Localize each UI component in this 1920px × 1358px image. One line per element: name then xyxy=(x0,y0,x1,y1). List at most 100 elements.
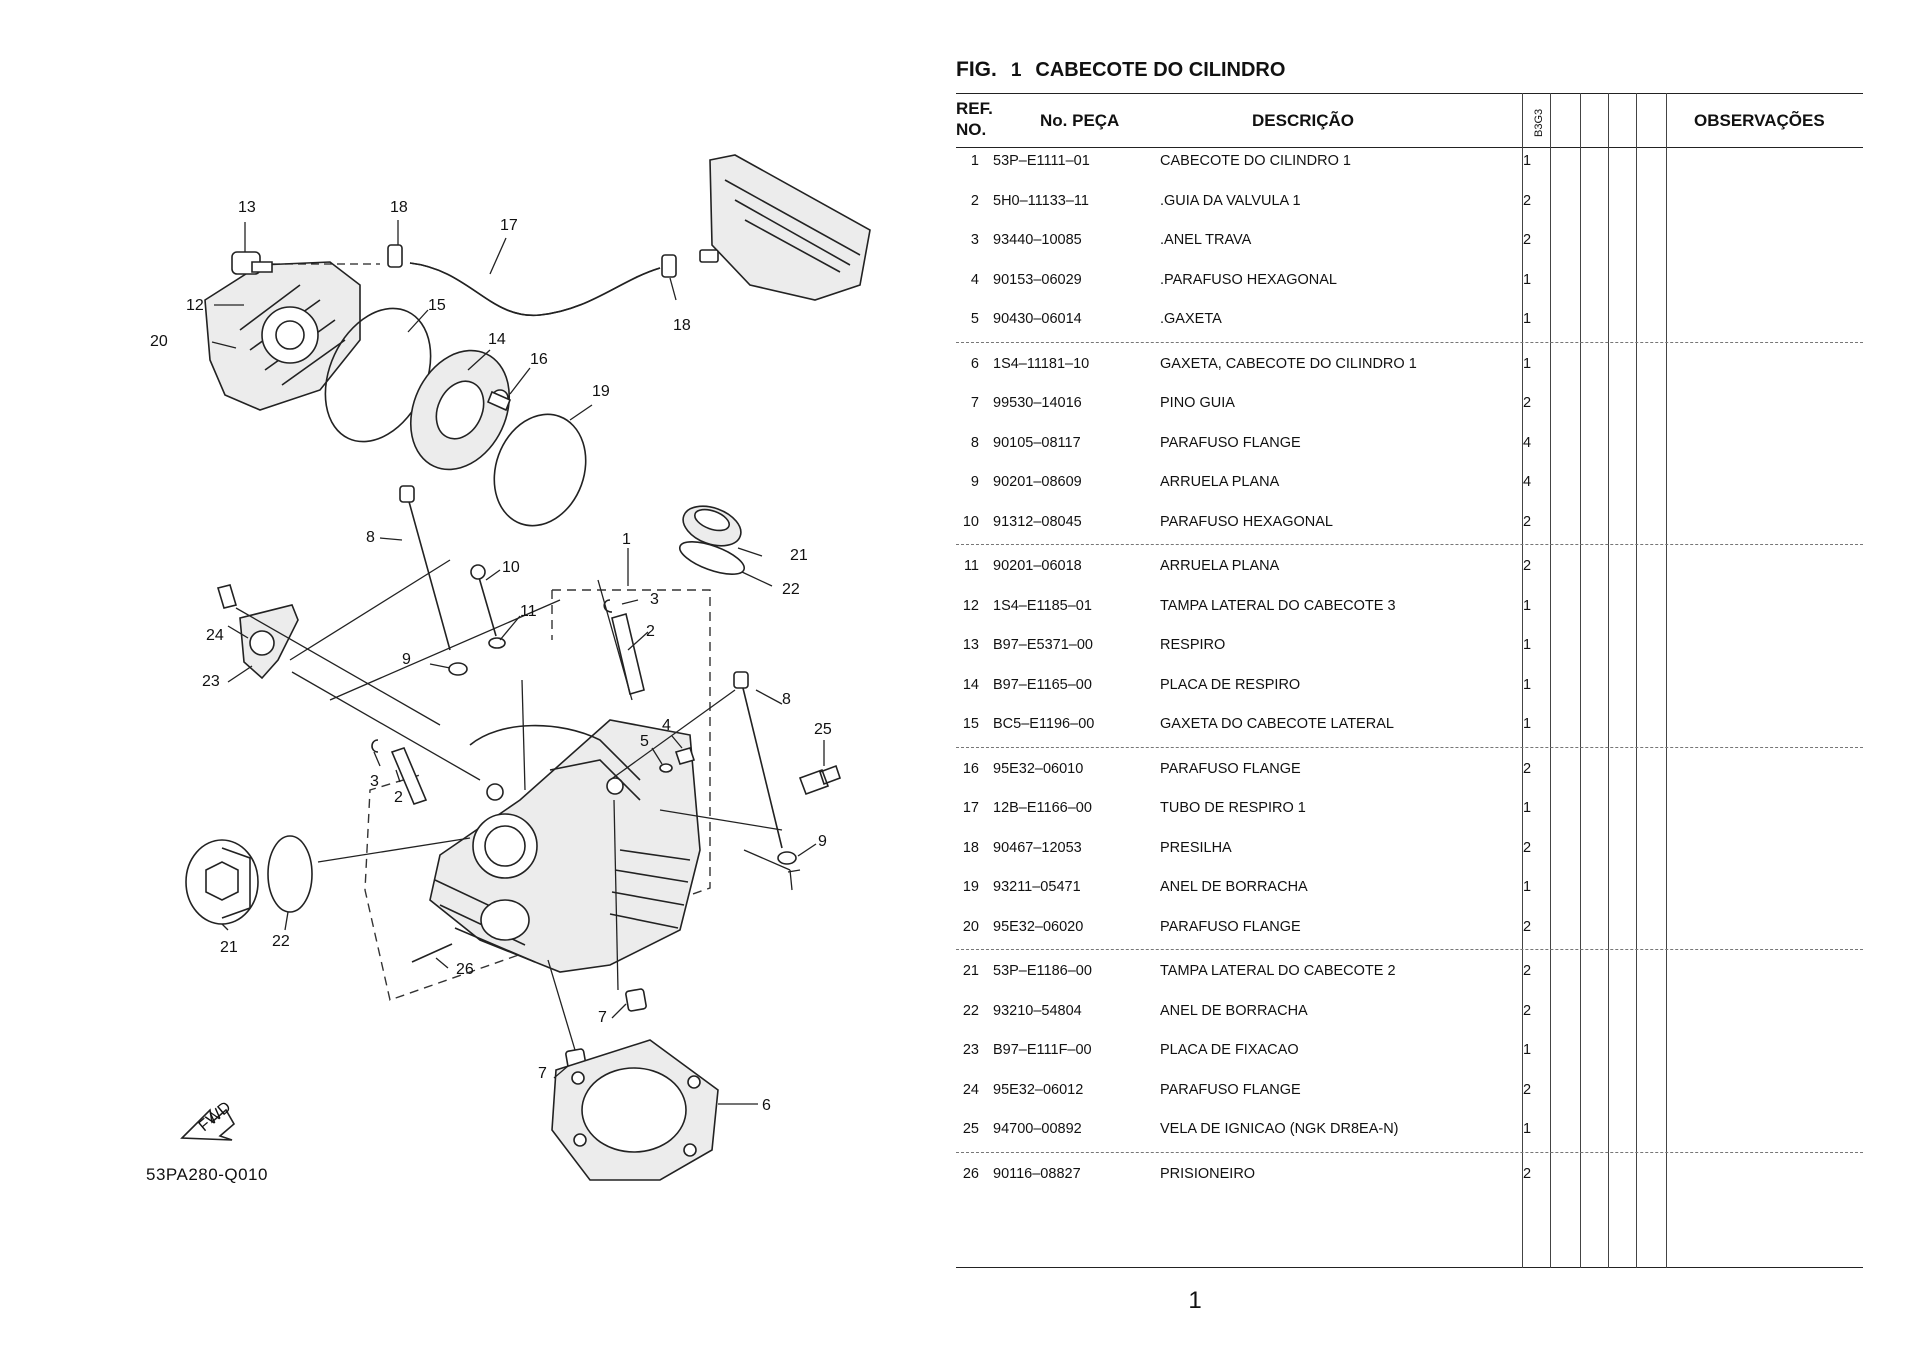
header-bottom-rule xyxy=(956,147,1863,148)
callout-18a: 18 xyxy=(390,199,408,216)
cell-part-no: 1S4–11181–10 xyxy=(993,355,1090,372)
cell-part-no: 90153–06029 xyxy=(993,271,1082,288)
cell-part-no: 95E32–06010 xyxy=(993,760,1084,777)
cell-ref: 12 xyxy=(962,597,979,614)
cell-ref: 7 xyxy=(970,395,979,411)
header-ref: REF. xyxy=(956,99,993,118)
callout-2a: 2 xyxy=(646,623,655,640)
fwd-arrow: FWD xyxy=(180,1099,236,1141)
cell-ref: 16 xyxy=(962,760,979,777)
cell-qty: 1 xyxy=(1522,716,1532,732)
callout-9a: 9 xyxy=(402,651,411,668)
cell-qty: 4 xyxy=(1522,474,1532,490)
cell-description: .PARAFUSO HEXAGONAL xyxy=(1160,271,1337,288)
cell-description: PARAFUSO HEXAGONAL xyxy=(1160,513,1333,530)
cell-ref: 24 xyxy=(962,1081,979,1098)
cell-ref: 5 xyxy=(970,311,979,327)
callout-3a: 3 xyxy=(650,591,659,608)
cell-description: GAXETA DO CABECOTE LATERAL xyxy=(1160,716,1394,732)
cell-description: .ANEL TRAVA xyxy=(1160,232,1252,248)
callout-3b: 3 xyxy=(370,773,379,790)
callout-13: 13 xyxy=(238,199,256,216)
callout-8a: 8 xyxy=(366,529,375,546)
callout-25: 25 xyxy=(814,721,832,738)
cell-qty: 2 xyxy=(1522,513,1532,530)
callout-18b: 18 xyxy=(673,317,691,334)
cell-description: ARRUELA PLANA xyxy=(1160,474,1280,490)
callout-numbers: 13 18 17 12 15 14 20 16 18 19 8 10 1 21 … xyxy=(150,199,832,1114)
cell-part-no: 53P–E1186–00 xyxy=(993,963,1092,979)
figure-number: 1 xyxy=(1010,60,1022,81)
header-remarks: OBSERVAÇÕES xyxy=(1694,111,1825,130)
cell-part-no: 91312–08045 xyxy=(993,513,1082,530)
cell-description: PARAFUSO FLANGE xyxy=(1160,1081,1301,1098)
cell-qty: 2 xyxy=(1522,1002,1532,1019)
callout-15: 15 xyxy=(428,297,446,314)
leader-lines xyxy=(211,220,825,1105)
cell-qty: 1 xyxy=(1522,800,1532,816)
cell-qty: 1 xyxy=(1522,1042,1532,1058)
side-plug-lower xyxy=(185,835,313,925)
cell-part-no: 1S4–E1185–01 xyxy=(993,597,1092,614)
cell-qty: 2 xyxy=(1522,963,1532,979)
cell-ref: 18 xyxy=(962,839,979,856)
cell-description: PINO GUIA xyxy=(1160,395,1235,411)
callout-19: 19 xyxy=(592,383,610,400)
cell-description: GAXETA, CABECOTE DO CILINDRO 1 xyxy=(1160,355,1417,372)
cell-ref: 14 xyxy=(962,676,979,693)
cell-qty: 2 xyxy=(1522,232,1532,248)
cell-part-no: 93210–54804 xyxy=(993,1002,1082,1019)
callout-9b: 9 xyxy=(818,833,827,850)
cell-part-no: 12B–E1166–00 xyxy=(993,800,1092,816)
cell-qty: 1 xyxy=(1522,311,1532,327)
callout-17: 17 xyxy=(500,217,518,234)
cell-description: PARAFUSO FLANGE xyxy=(1160,918,1301,935)
callout-6: 6 xyxy=(762,1097,771,1114)
cell-part-no: 93211–05471 xyxy=(993,879,1081,895)
callout-16: 16 xyxy=(530,351,548,368)
cell-description: PLACA DE RESPIRO xyxy=(1160,676,1301,693)
cell-ref: 1 xyxy=(970,153,979,169)
cell-description: TAMPA LATERAL DO CABECOTE 2 xyxy=(1160,963,1396,979)
cell-ref: 9 xyxy=(970,474,979,490)
cell-description: CABECOTE DO CILINDRO 1 xyxy=(1160,153,1351,169)
callout-20: 20 xyxy=(150,333,168,350)
cell-ref: 13 xyxy=(962,637,979,653)
group-separator xyxy=(956,949,1863,950)
cell-qty: 4 xyxy=(1522,434,1532,451)
stud-26 xyxy=(411,943,453,963)
cell-description: PARAFUSO FLANGE xyxy=(1160,760,1301,777)
cell-description: .GUIA DA VALVULA 1 xyxy=(1160,192,1301,209)
cell-ref: 19 xyxy=(962,879,979,895)
cell-qty: 2 xyxy=(1522,558,1532,574)
cell-qty: 2 xyxy=(1522,918,1532,935)
cell-qty: 2 xyxy=(1522,192,1532,209)
side-plug-upper xyxy=(678,505,746,575)
header-description: DESCRIÇÃO xyxy=(1252,111,1355,130)
callout-22b: 22 xyxy=(272,933,290,950)
cell-ref: 17 xyxy=(962,800,979,816)
cell-part-no: 53P–E1111–01 xyxy=(993,153,1090,169)
cell-ref: 15 xyxy=(962,716,979,732)
cell-qty: 1 xyxy=(1522,153,1532,169)
bolt-16 xyxy=(486,390,512,412)
callout-22a: 22 xyxy=(782,581,800,598)
callout-11: 11 xyxy=(520,603,537,620)
header-model: B3G3 xyxy=(1533,108,1545,137)
group-separator xyxy=(956,1151,1863,1153)
cell-ref: 26 xyxy=(962,1165,979,1182)
callout-21b: 21 xyxy=(220,939,238,956)
cell-description: TUBO DE RESPIRO 1 xyxy=(1160,800,1306,816)
